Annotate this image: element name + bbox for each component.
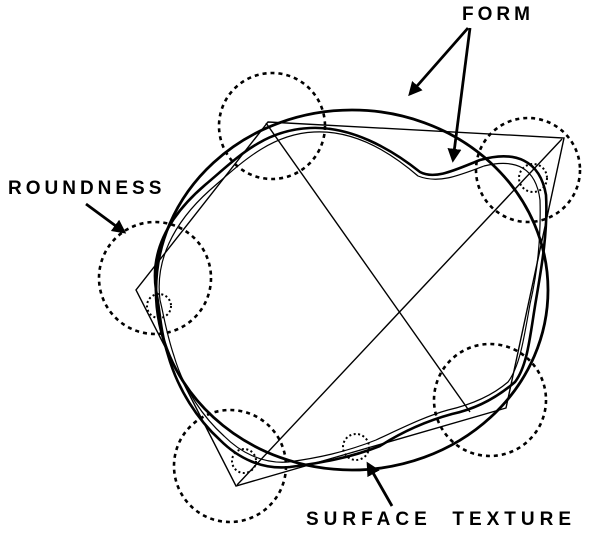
- particle-outline: [153, 126, 548, 469]
- form-label: FORM: [462, 4, 534, 25]
- roundness-label: ROUNDNESS: [8, 178, 166, 199]
- texture-circle-left: [146, 293, 172, 319]
- diagonal-line-1: [265, 122, 471, 413]
- roundness-circle-top-right: [474, 116, 582, 224]
- surface-texture-label: SURFACE TEXTURE: [306, 509, 577, 530]
- diagonal-line-2: [236, 138, 563, 486]
- roundness-arrow: [85, 202, 127, 234]
- roundness-circle-bottom-right: [432, 342, 548, 458]
- roundness-circle-bottom-left: [172, 408, 288, 524]
- texture-circle-bottom-left: [231, 448, 257, 474]
- texture-circle-bottom: [342, 433, 370, 461]
- surface-texture-arrow: [366, 461, 394, 507]
- roundness-circle-left: [97, 220, 213, 336]
- form-arrow-to-ellipse: [408, 27, 470, 97]
- form-arrow-to-outline: [447, 27, 472, 163]
- form-ellipse: [154, 108, 550, 472]
- roundness-circle-top-left: [217, 71, 327, 181]
- surface-texture-trace: [158, 131, 541, 463]
- texture-circle-top-right: [518, 163, 548, 193]
